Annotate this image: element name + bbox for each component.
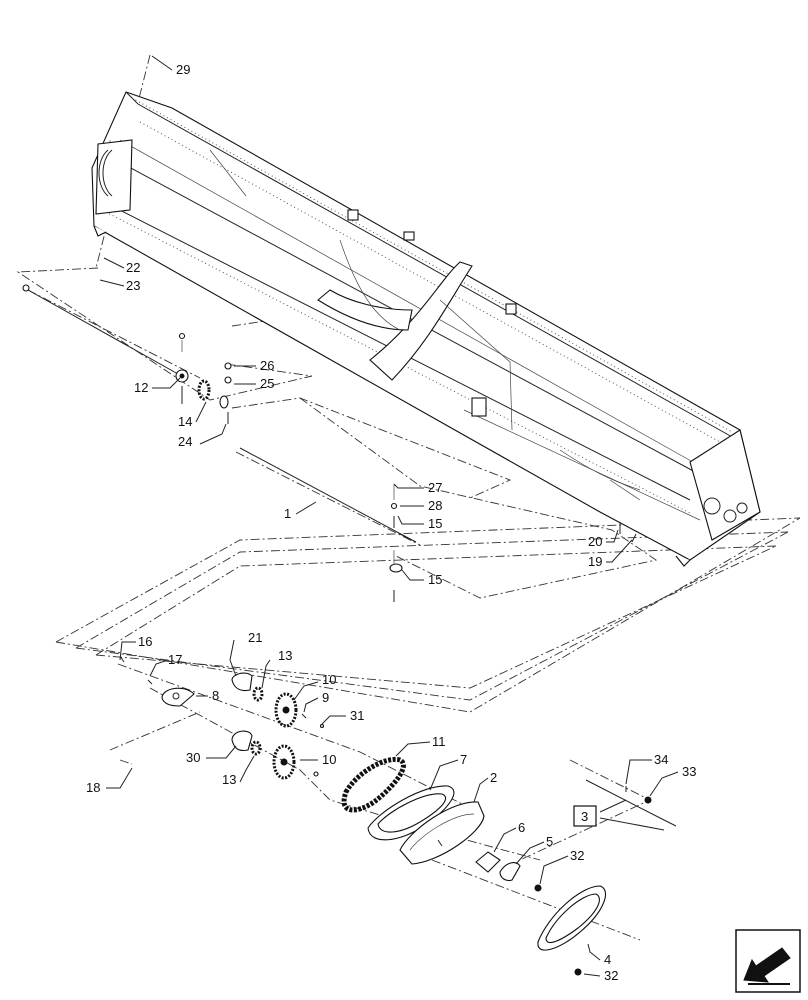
callout-7: 7 [460, 752, 467, 767]
callout-24: 24 [178, 434, 192, 449]
callout-3-box [573, 805, 597, 827]
callout-30: 30 [186, 750, 200, 765]
callout-16: 16 [138, 634, 152, 649]
callout-27: 27 [428, 480, 442, 495]
drive-parts [119, 655, 677, 976]
callout-3: 3 [581, 809, 588, 824]
callout-25: 25 [260, 376, 274, 391]
callout-28: 28 [428, 498, 442, 513]
shaft-parts [22, 284, 637, 602]
next-page-arrow-icon[interactable] [735, 929, 801, 993]
callout-18: 18 [86, 780, 100, 795]
callout-19: 19 [588, 554, 602, 569]
callout-11: 11 [432, 734, 446, 749]
callout-34: 34 [654, 752, 668, 767]
callout-33: 33 [682, 764, 696, 779]
callout-22: 22 [126, 260, 140, 275]
header-housing [91, 91, 761, 567]
callout-32a: 32 [570, 848, 584, 863]
callout-2: 2 [490, 770, 497, 785]
callout-6: 6 [518, 820, 525, 835]
callout-20: 20 [588, 534, 602, 549]
callout-10a: 10 [322, 672, 336, 687]
callout-12: 12 [134, 380, 148, 395]
callout-4: 4 [604, 952, 611, 967]
callout-10b: 10 [322, 752, 336, 767]
callout-29: 29 [176, 62, 190, 77]
callout-31: 31 [350, 708, 364, 723]
callout-14: 14 [178, 414, 192, 429]
callout-17: 17 [168, 652, 182, 667]
callout-23: 23 [126, 278, 140, 293]
leader-lines [99, 55, 679, 977]
callout-5: 5 [546, 834, 553, 849]
callout-8: 8 [212, 688, 219, 703]
callout-13a: 13 [278, 648, 292, 663]
callout-9: 9 [322, 690, 329, 705]
callout-21: 21 [248, 630, 262, 645]
callout-1: 1 [284, 506, 291, 521]
callout-13b: 13 [222, 772, 236, 787]
callout-15a: 15 [428, 516, 442, 531]
callout-32b: 32 [604, 968, 618, 983]
callout-labels: 29 22 23 26 25 12 14 24 27 28 15 1 15 20… [86, 62, 696, 983]
callout-15b: 15 [428, 572, 442, 587]
callout-26: 26 [260, 358, 274, 373]
